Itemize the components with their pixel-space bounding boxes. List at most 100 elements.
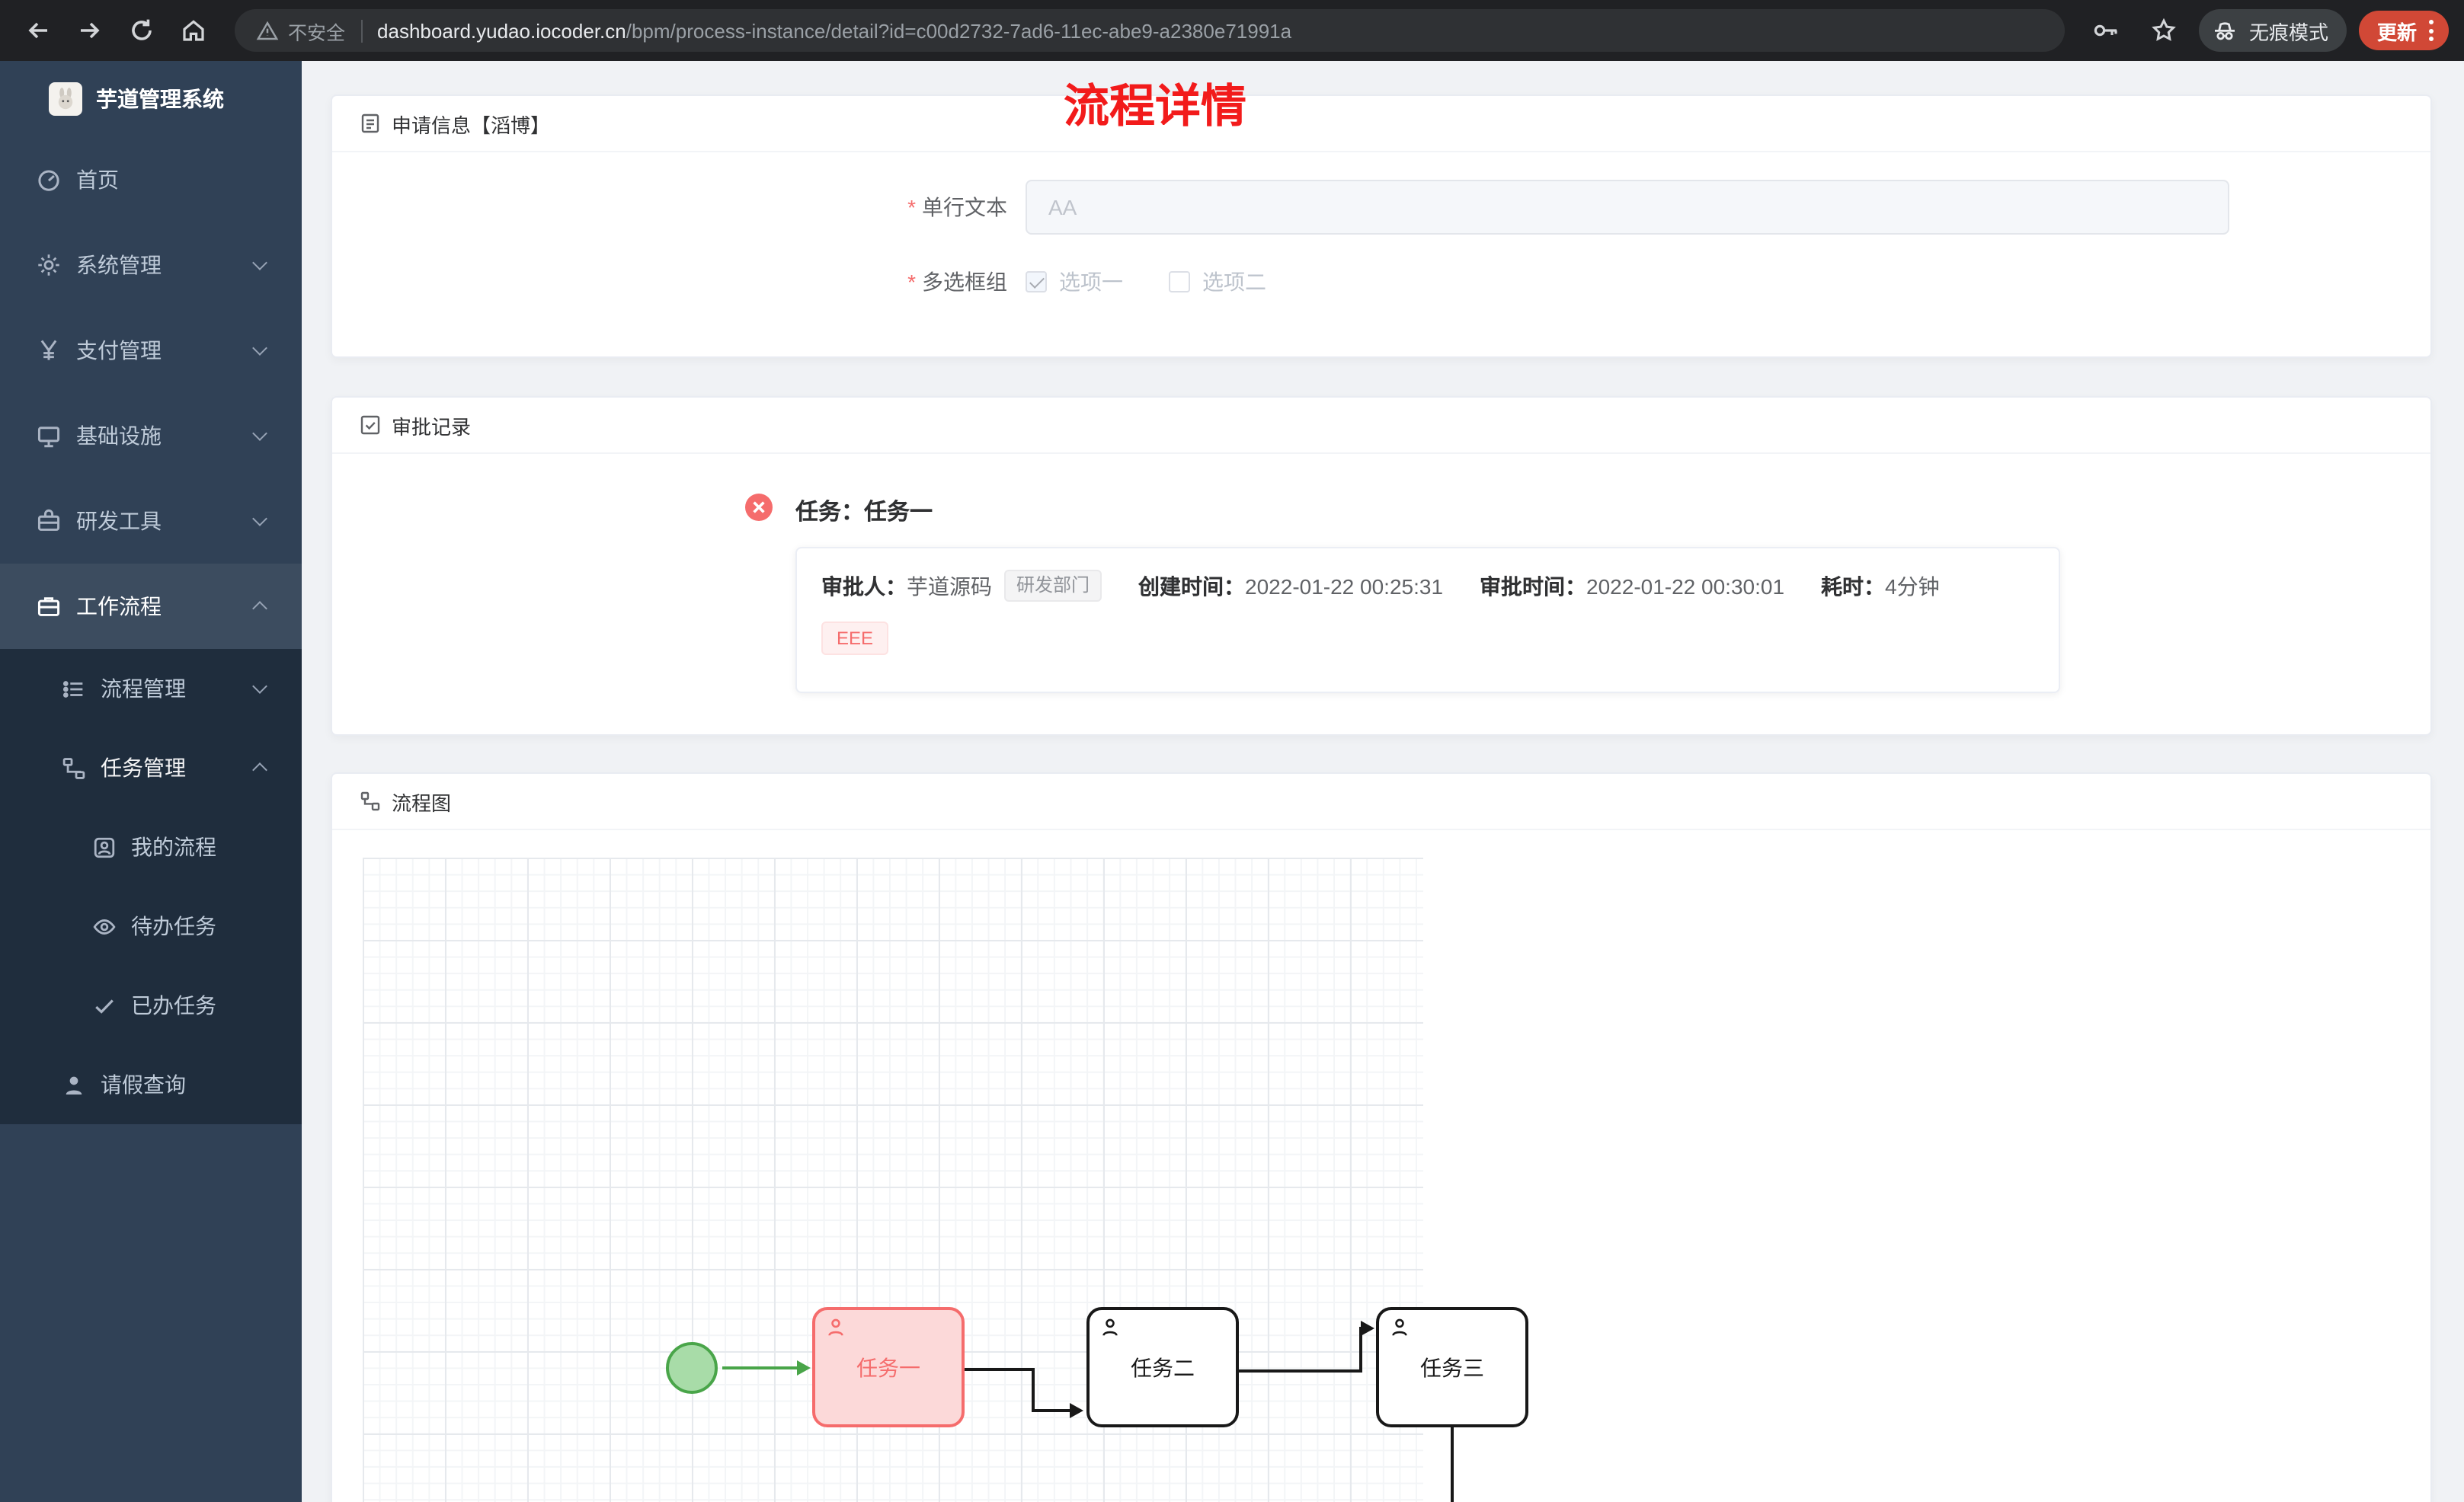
sidebar-item-label: 已办任务 xyxy=(131,993,216,1018)
approval-card-title: 审批记录 xyxy=(392,415,472,438)
duration-group: 耗时： 4分钟 xyxy=(1821,570,1940,601)
sidebar-item-label: 研发工具 xyxy=(76,509,162,533)
checkbox-option-1: 选项一 xyxy=(1026,267,1123,297)
todo-task-icon xyxy=(91,915,116,938)
task-node-1[interactable]: 任务一 xyxy=(812,1307,965,1427)
approver-group: 审批人： 芋道源码 研发部门 xyxy=(821,570,1102,602)
sidebar-item-label: 流程管理 xyxy=(101,676,186,701)
sidebar-item-home[interactable]: 首页 xyxy=(0,137,302,222)
approval-detail-line: 审批人： 芋道源码 研发部门 创建时间： 2022-01-22 00:25:31… xyxy=(821,570,2034,602)
sidebar-item-label: 支付管理 xyxy=(76,338,162,363)
url-text: dashboard.yudao.iocoder.cn/bpm/process-i… xyxy=(377,19,1291,42)
back-button[interactable] xyxy=(15,8,61,53)
dashboard-icon xyxy=(37,168,61,192)
gear-icon xyxy=(37,253,61,277)
sidebar-item-leave-query[interactable]: 请假查询 xyxy=(0,1045,302,1124)
menu-dots-icon[interactable] xyxy=(2429,20,2434,41)
process-management-icon xyxy=(61,677,85,700)
home-button[interactable] xyxy=(171,8,216,53)
sidebar-item-dev-tools[interactable]: 研发工具 xyxy=(0,478,302,564)
address-bar[interactable]: 不安全 dashboard.yudao.iocoder.cn/bpm/proce… xyxy=(235,9,2065,52)
user-task-icon xyxy=(1390,1318,1410,1342)
update-label: 更新 xyxy=(2376,21,2417,43)
flow-connectors xyxy=(722,1321,1454,1502)
task-management-icon xyxy=(61,756,85,779)
apply-card-title: 申请信息【滔博】 xyxy=(392,113,551,136)
sidebar-item-label: 任务管理 xyxy=(101,756,186,780)
create-time-value: 2022-01-22 00:25:31 xyxy=(1245,574,1444,598)
sidebar-item-label: 基础设施 xyxy=(76,423,162,448)
form-row-text: *单行文本 xyxy=(332,180,2430,235)
password-key-button[interactable] xyxy=(2083,8,2129,53)
chevron-down-icon xyxy=(252,679,267,694)
sidebar-item-label: 首页 xyxy=(76,168,119,192)
create-time-group: 创建时间： 2022-01-22 00:25:31 xyxy=(1138,570,1443,601)
incognito-badge[interactable]: 无痕模式 xyxy=(2198,9,2347,52)
update-button[interactable]: 更新 xyxy=(2358,11,2449,50)
back-icon xyxy=(28,22,47,39)
sidebar-item-process-management[interactable]: 流程管理 xyxy=(0,649,302,728)
user-task-icon xyxy=(1100,1318,1120,1342)
workflow-icon xyxy=(37,594,61,618)
task-node-label: 任务二 xyxy=(1131,1355,1195,1379)
approver-name: 芋道源码 xyxy=(907,574,992,598)
diagram-card-header: 流程图 xyxy=(332,774,2430,830)
chevron-up-icon xyxy=(252,601,267,616)
comment-tag: EEE xyxy=(821,622,889,655)
sidebar-item-my-process[interactable]: 我的流程 xyxy=(0,807,302,887)
payment-icon xyxy=(37,338,61,363)
url-domain: dashboard.yudao.iocoder.cn xyxy=(377,19,626,42)
checkbox-option-2: 选项二 xyxy=(1169,267,1266,297)
sidebar-item-task-management[interactable]: 任务管理 xyxy=(0,728,302,807)
task-node-2[interactable]: 任务二 xyxy=(1086,1307,1239,1427)
bookmark-button[interactable] xyxy=(2141,8,2187,53)
security-label: 不安全 xyxy=(288,22,346,43)
key-icon xyxy=(2094,24,2117,37)
workflow-submenu: 流程管理 任务管理 我的流程 待办任务 已办 xyxy=(0,649,302,1124)
bpmn-canvas[interactable]: 任务一 任务二 任务三 xyxy=(363,858,2400,1502)
forward-button[interactable] xyxy=(67,8,113,53)
sidebar-item-todo-tasks[interactable]: 待办任务 xyxy=(0,887,302,966)
field-label: *单行文本 xyxy=(907,195,1007,219)
duration-value: 4分钟 xyxy=(1885,574,1940,598)
checkbox-unchecked-icon xyxy=(1169,271,1190,292)
sidebar-item-workflow[interactable]: 工作流程 xyxy=(0,564,302,649)
task-title: 任务：任务一 xyxy=(795,500,933,526)
devtools-icon xyxy=(37,509,61,533)
start-event-node[interactable] xyxy=(666,1342,718,1394)
diagram-card-title: 流程图 xyxy=(392,791,452,814)
sidebar-item-label: 系统管理 xyxy=(76,253,162,277)
checkbox-checked-icon xyxy=(1026,271,1047,292)
sidebar: 芋道管理系统 首页 系统管理 支付管理 基础设施 xyxy=(0,61,302,1502)
sidebar-item-system-management[interactable]: 系统管理 xyxy=(0,222,302,308)
rabbit-logo-icon xyxy=(58,88,73,110)
task-node-label: 任务三 xyxy=(1420,1355,1484,1379)
flow-icon xyxy=(360,791,380,811)
sidebar-item-label: 工作流程 xyxy=(76,594,162,618)
infrastructure-icon xyxy=(37,423,61,448)
checkbox-group: 选项一 选项二 xyxy=(1026,267,1266,297)
approval-detail-card: 审批人： 芋道源码 研发部门 创建时间： 2022-01-22 00:25:31… xyxy=(795,547,2060,693)
forward-icon xyxy=(81,22,100,39)
chevron-up-icon xyxy=(252,762,267,778)
app-logo-row[interactable]: 芋道管理系统 xyxy=(0,61,302,137)
task-node-3[interactable]: 任务三 xyxy=(1376,1307,1528,1427)
sidebar-item-label: 请假查询 xyxy=(101,1072,186,1097)
approval-card-header: 审批记录 xyxy=(332,398,2430,454)
apply-card-header: 申请信息【滔博】 xyxy=(332,96,2430,152)
reload-button[interactable] xyxy=(119,8,165,53)
omnibox-divider xyxy=(360,19,363,42)
user-task-icon xyxy=(826,1318,846,1342)
task-node-label: 任务一 xyxy=(856,1355,920,1379)
sidebar-item-done-tasks[interactable]: 已办任务 xyxy=(0,966,302,1045)
sidebar-item-infrastructure[interactable]: 基础设施 xyxy=(0,393,302,478)
main-content: 流程详情 申请信息【滔博】 *单行文本 *多选框组 选项一 xyxy=(302,61,2464,1502)
create-time-label: 创建时间： xyxy=(1138,574,1246,598)
app-title: 芋道管理系统 xyxy=(96,87,224,111)
sidebar-item-payment-management[interactable]: 支付管理 xyxy=(0,308,302,393)
apply-info-card: 申请信息【滔博】 *单行文本 *多选框组 选项一 xyxy=(331,94,2432,358)
chevron-down-icon xyxy=(252,255,267,270)
approval-record-card: 审批记录 任务：任务一 审批人： 芋道源码 研发部门 创建时间： 2022-01… xyxy=(331,396,2432,736)
single-line-text-input xyxy=(1026,180,2229,235)
